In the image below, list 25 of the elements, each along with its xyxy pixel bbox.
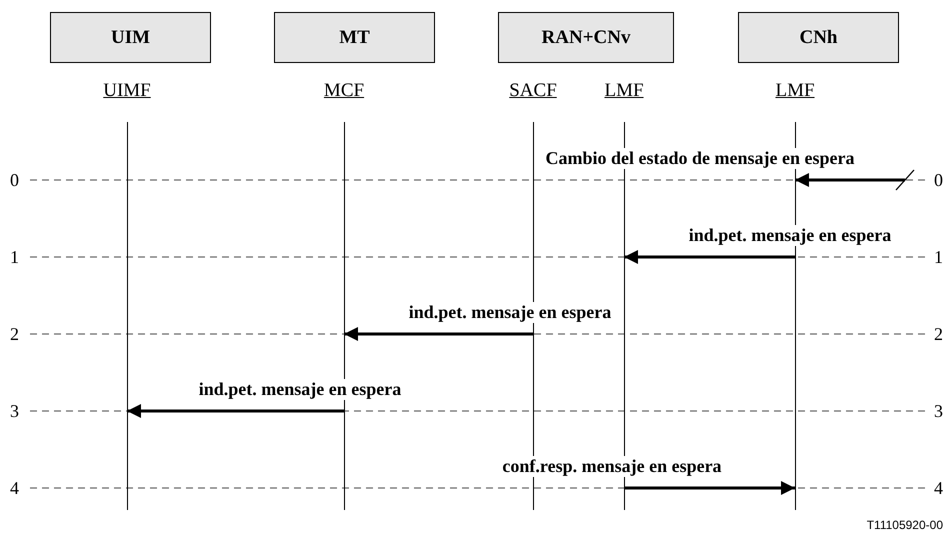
- function-label: MCF: [324, 80, 364, 103]
- function-label: UIMF: [103, 80, 151, 103]
- edge-label: ind.pet. mensaje en espera: [406, 302, 614, 323]
- row-number: 0: [10, 170, 19, 191]
- row-number: 3: [10, 401, 19, 422]
- entity-box: RAN+CNv: [498, 12, 674, 63]
- row-number: 0: [934, 170, 943, 191]
- row-number: 2: [934, 324, 943, 345]
- figure-id: T11105920-00: [866, 518, 943, 532]
- entity-box: MT: [274, 12, 435, 63]
- edge-label: Cambio del estado de mensaje en espera: [544, 148, 856, 169]
- edge-label: ind.pet. mensaje en espera: [686, 225, 894, 246]
- function-label: LMF: [775, 80, 815, 103]
- row-number: 1: [10, 247, 19, 268]
- function-label: LMF: [604, 80, 644, 103]
- entity-box: UIM: [50, 12, 211, 63]
- edge-label: conf.resp. mensaje en espera: [500, 456, 724, 477]
- row-number: 4: [934, 478, 943, 499]
- edge-label: ind.pet. mensaje en espera: [196, 379, 404, 400]
- row-number: 1: [934, 247, 943, 268]
- entity-box: CNh: [738, 12, 899, 63]
- row-number: 3: [934, 401, 943, 422]
- function-label: SACF: [509, 80, 557, 103]
- row-number: 2: [10, 324, 19, 345]
- row-number: 4: [10, 478, 19, 499]
